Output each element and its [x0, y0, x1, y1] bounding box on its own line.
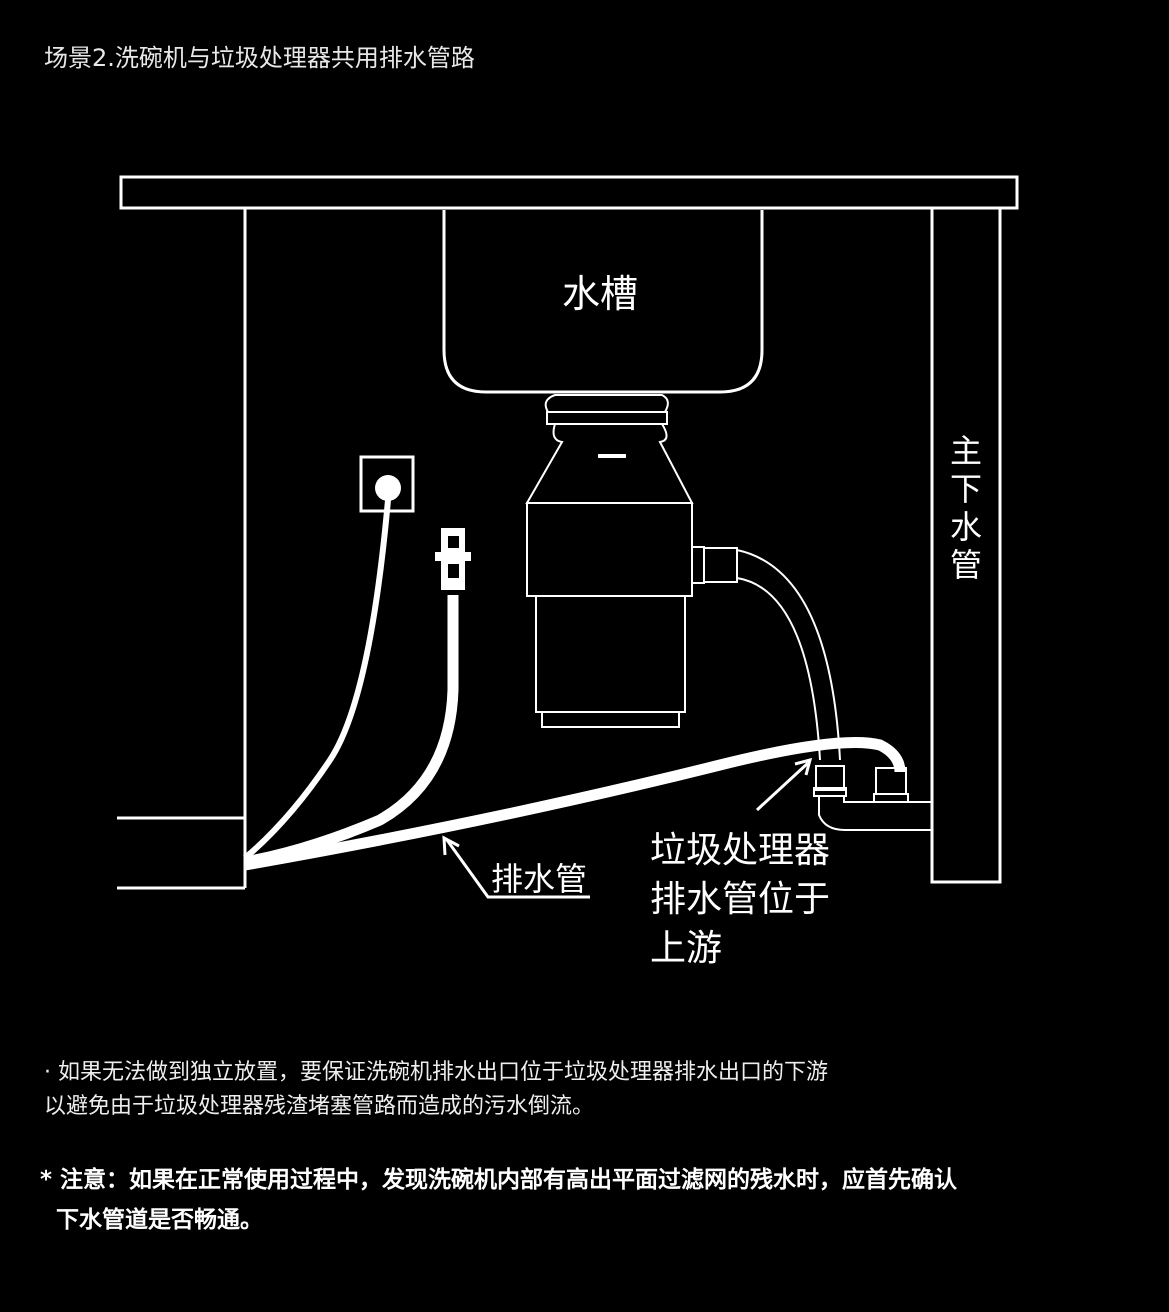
warning-note-line1: * 注意：如果在正常使用过程中，发现洗碗机内部有高出平面过滤网的残水时，应首先确…	[40, 1167, 958, 1193]
svg-text:主: 主	[950, 432, 982, 470]
water-inlet-valve	[435, 528, 471, 590]
warning-note-line2: 下水管道是否畅通。	[40, 1207, 264, 1233]
disposer-upstream-label: 垃圾处理器 排水管位于 上游	[650, 830, 830, 969]
main-drain-label: 主 下 水 管	[950, 432, 982, 584]
svg-text:垃圾处理器: 垃圾处理器	[650, 830, 830, 871]
power-cord	[243, 499, 391, 861]
scenario-title: 场景2.洗碗机与垃圾处理器共用排水管路	[44, 44, 475, 72]
svg-text:排水管位于: 排水管位于	[650, 879, 830, 920]
drain-tee-fittings	[813, 765, 932, 831]
drain-hose-arrow	[442, 835, 590, 899]
warning-note: * 注意：如果在正常使用过程中，发现洗碗机内部有高出平面过滤网的残水时，应首先确…	[40, 1160, 957, 1240]
svg-text:下: 下	[950, 470, 982, 508]
svg-text:上游: 上游	[650, 928, 722, 969]
disposer-arrow	[755, 757, 813, 812]
garbage-disposer	[525, 394, 841, 761]
main-drain-pipe	[930, 208, 1002, 884]
svg-text:水: 水	[950, 508, 982, 546]
placement-note-line1: · 如果无法做到独立放置，要保证洗碗机排水出口位于垃圾处理器排水出口的下游	[44, 1060, 828, 1085]
cabinet-left-wall	[117, 208, 247, 890]
placement-note-line2: 以避免由于垃圾处理器残渣堵塞管路而造成的污水倒流。	[44, 1094, 595, 1119]
dishwasher-drain-hose	[244, 737, 906, 871]
placement-note: · 如果无法做到独立放置，要保证洗碗机排水出口位于垃圾处理器排水出口的下游 以避…	[44, 1056, 828, 1124]
drain-hose-label: 排水管	[491, 860, 587, 898]
sink-label: 水槽	[562, 272, 638, 316]
sink-basin	[442, 210, 764, 394]
svg-text:管: 管	[950, 546, 982, 584]
countertop	[119, 175, 1019, 210]
